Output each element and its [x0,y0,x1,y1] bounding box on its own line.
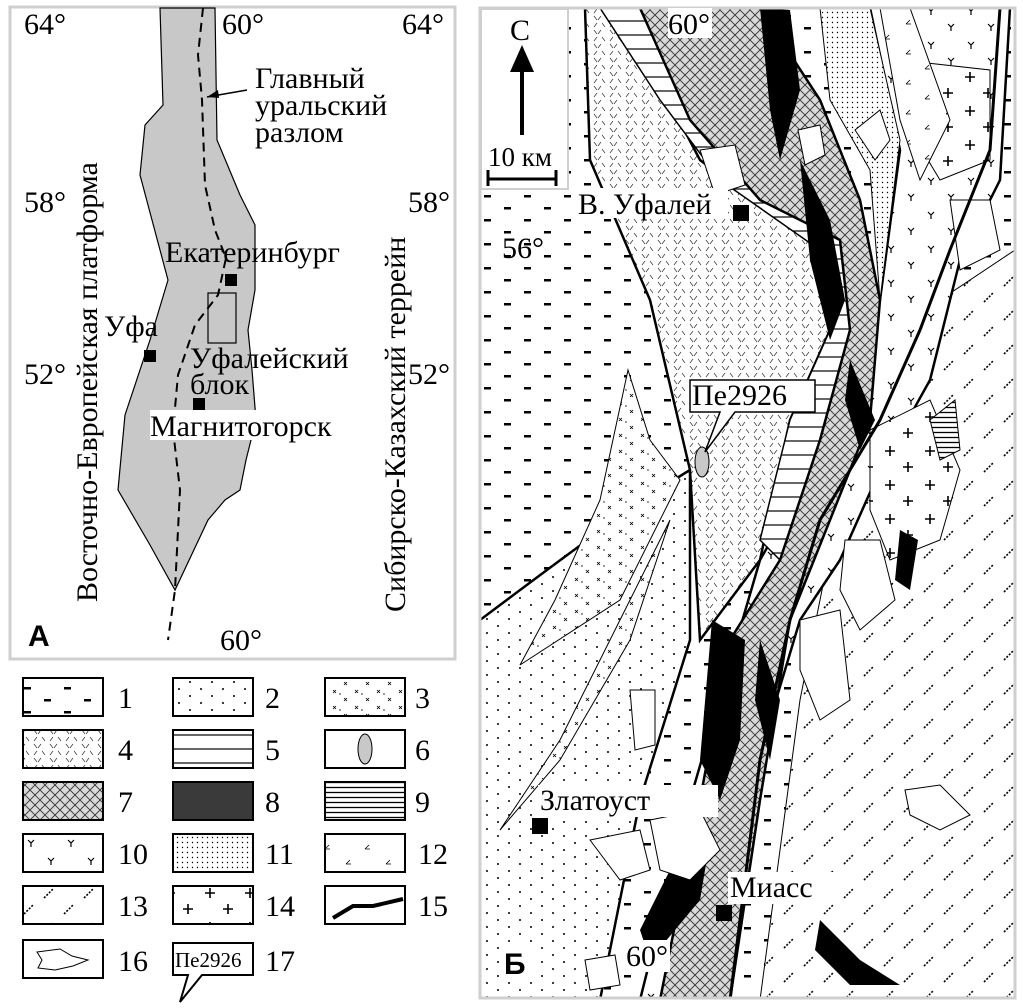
main-uralian-fault [167,7,228,641]
north-arrowhead [510,45,534,72]
panel-a-overview-map: 64° 60° 64° 58° 58° 52° 52° 60° Главный … [8,5,457,661]
west-platform-label: Восточно-Европейская платформа [71,162,104,602]
arrowhead [207,90,219,98]
lon-label: 60° [222,8,264,41]
svg-text:9: 9 [415,786,430,819]
city-marker-ekb [225,274,237,286]
lon-label: 60° [668,8,710,41]
unit-16-outlines [584,109,1001,991]
major-fault-east [728,8,1002,998]
fault-label: разлом [255,116,344,149]
sample-label: Пе2926 [692,379,787,412]
label-bg [578,188,728,218]
label-bg [538,785,718,817]
city-label-miass: Миасс [730,871,813,904]
lon-label: 60° [220,624,262,657]
panel-b-label: Б [504,948,526,981]
city-label-zlatoust: Златоуст [540,784,650,817]
svg-text:15: 15 [418,890,448,923]
scale-label: 10 км [488,142,552,172]
legend-item-2: 2 [172,677,280,717]
scale-bar [486,170,558,186]
city-marker-ufa [144,350,156,362]
label-bg [668,8,712,38]
legend-item-4: 4 [22,729,133,769]
sample-callout [689,379,816,453]
lat-label: 58° [408,186,450,219]
legend: 1 2 3 4 5 6 7 8 9 10 11 12 13 14 15 16 П… [22,677,448,1003]
legend-item-6: 6 [324,729,430,769]
svg-text:10: 10 [118,838,148,871]
city-marker-miass [716,905,732,921]
legend-item-5: 5 [172,729,280,769]
panel-b-frame [478,6,1017,1000]
unit-12 [879,8,951,182]
svg-text:8: 8 [265,786,280,819]
lon-label: 60° [626,940,668,973]
svg-text:14: 14 [265,890,295,923]
sample-location [694,446,710,478]
city-label-mag: Магнитогорск [150,410,332,443]
legend-item-17: Пе2926 17 [172,942,295,1003]
legend-item-7: 7 [22,781,133,821]
lat-label: 56° [502,232,544,265]
unit-3b [499,519,671,831]
fault-label: Главный [255,62,365,95]
label-bg [728,872,834,904]
unit-7 [638,8,882,998]
panel-b-geologic-map: С 10 км 60° 56° В. Уфалей Пе2926 Златоус… [478,6,1017,1000]
block-label: Уфалейский [190,342,349,375]
label-bg [150,410,375,440]
fault-label: уральский [255,89,387,122]
city-marker-ufaley [733,205,749,221]
label-bg [624,940,670,972]
svg-text:2: 2 [265,682,280,715]
north-label: С [510,14,530,47]
city-marker-mag [193,398,205,410]
legend-item-11: 11 [172,833,294,873]
svg-text:3: 3 [415,682,430,715]
svg-text:4: 4 [118,734,133,767]
svg-text:7: 7 [118,786,133,819]
ufaley-block-box [207,292,237,344]
legend-item-13: 13 [22,885,148,925]
legend-item-1: 1 [22,677,133,717]
unit-3 [519,368,681,666]
legend-item-3: 3 [324,677,430,717]
lat-label: 58° [24,186,66,219]
lon-label: 64° [24,8,66,41]
legend-item-14: 14 [172,885,295,925]
panel-a-label: А [28,620,50,653]
svg-text:6: 6 [415,734,430,767]
svg-text:13: 13 [118,890,148,923]
lat-label: 52° [24,358,66,391]
city-label-ufa: Уфа [104,310,158,343]
city-label-ufaley: В. Уфалей [578,188,712,221]
svg-text:5: 5 [265,734,280,767]
ural-fold-belt [117,7,257,592]
city-marker-zlatoust [532,818,548,834]
label-bg [502,946,532,978]
city-label-ekb: Екатеринбург [165,236,340,269]
legend-item-12: 12 [324,833,448,873]
unit-9 [929,399,961,461]
lat-label: 52° [408,358,450,391]
legend-item-9: 9 [324,781,430,821]
north-scale-box [480,8,569,190]
legend-item-10: 10 [22,833,148,873]
svg-text:Пе2926: Пе2926 [175,948,242,972]
svg-text:11: 11 [265,838,294,871]
unit-8-lenses [640,8,918,985]
legend-item-8: 8 [172,781,280,821]
legend-item-16: 16 [22,939,148,979]
lon-label: 64° [402,8,444,41]
svg-text:1: 1 [118,682,133,715]
block-label: блок [190,368,249,401]
svg-text:17: 17 [265,945,295,978]
svg-text:16: 16 [118,945,148,978]
legend-item-15: 15 [324,885,448,925]
east-terrane-label: Сибирско-Казахский террейн [379,237,412,612]
svg-text:12: 12 [418,838,448,871]
